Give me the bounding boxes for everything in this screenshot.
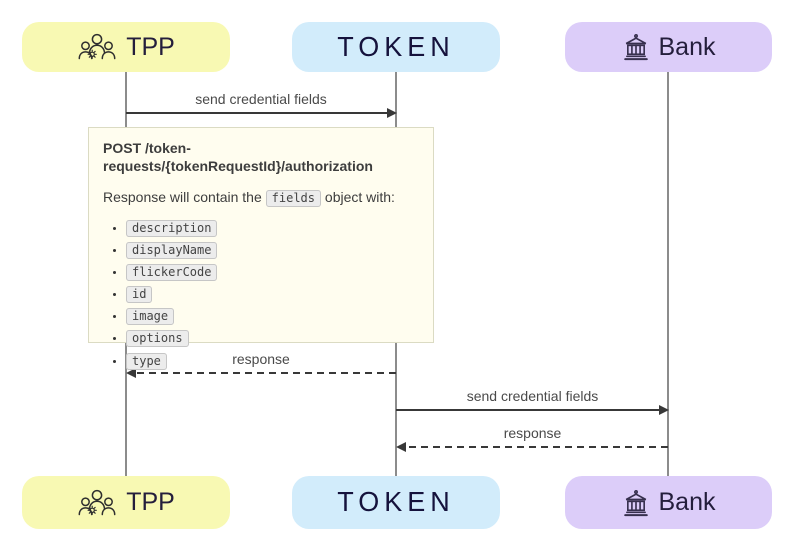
fields-list: description displayName flickerCode id i… — [103, 218, 419, 370]
users-gear-icon — [78, 489, 116, 515]
field-chip-displayName: displayName — [126, 242, 218, 260]
actor-bank-top: Bank — [565, 22, 772, 72]
message-arrow-send-credential-fields-2 — [396, 405, 669, 415]
fields-code-chip: fields — [265, 190, 322, 208]
field-list-item: description — [126, 218, 419, 237]
message-label-send-credential-fields-2: send credential fields — [466, 388, 599, 404]
actor-bank-bottom: Bank — [565, 476, 772, 529]
message-label-send-credential-fields-1: send credential fields — [195, 91, 327, 107]
token-wordmark: TOKEN — [337, 31, 455, 62]
field-list-item: displayName — [126, 240, 419, 260]
actor-tpp-bottom: TPP — [22, 476, 230, 529]
field-chip-description: description — [126, 219, 218, 237]
field-list-item: options — [126, 328, 419, 348]
message-arrow-response-2 — [396, 442, 668, 452]
message-arrow-response-1 — [126, 368, 396, 378]
actor-bank-label: Bank — [658, 488, 716, 516]
bank-icon — [623, 489, 648, 516]
actor-tpp-label: TPP — [126, 32, 175, 61]
actor-bank-label: Bank — [658, 32, 716, 61]
users-gear-icon — [78, 33, 116, 60]
message-arrow-send-credential-fields-1 — [126, 108, 397, 118]
field-chip-image: image — [126, 308, 175, 326]
note-body-prefix: Response will contain the — [103, 189, 262, 206]
actor-tpp-label: TPP — [126, 488, 175, 516]
field-chip-id: id — [126, 286, 153, 304]
field-chip-options: options — [126, 330, 189, 348]
field-list-item: image — [126, 306, 419, 326]
message-label-response-2: response — [503, 425, 562, 441]
bank-icon — [623, 34, 648, 61]
field-chip-type: type — [126, 352, 167, 370]
note-body: Response will contain the fields object … — [103, 188, 419, 208]
actor-token-top: TOKEN — [292, 22, 500, 72]
api-note: POST /token-requests/{tokenRequestId}/au… — [88, 127, 434, 370]
message-label-response-1: response — [232, 351, 290, 367]
field-list-item: flickerCode — [126, 262, 419, 282]
actor-token-bottom: TOKEN — [292, 476, 500, 529]
field-list-item: type — [126, 351, 419, 370]
field-chip-flickerCode: flickerCode — [126, 264, 218, 282]
field-list-item: id — [126, 284, 419, 304]
token-wordmark: TOKEN — [337, 486, 455, 518]
note-body-suffix: object with: — [324, 189, 395, 206]
note-title: POST /token-requests/{tokenRequestId}/au… — [103, 140, 373, 175]
actor-tpp-top: TPP — [22, 22, 230, 72]
